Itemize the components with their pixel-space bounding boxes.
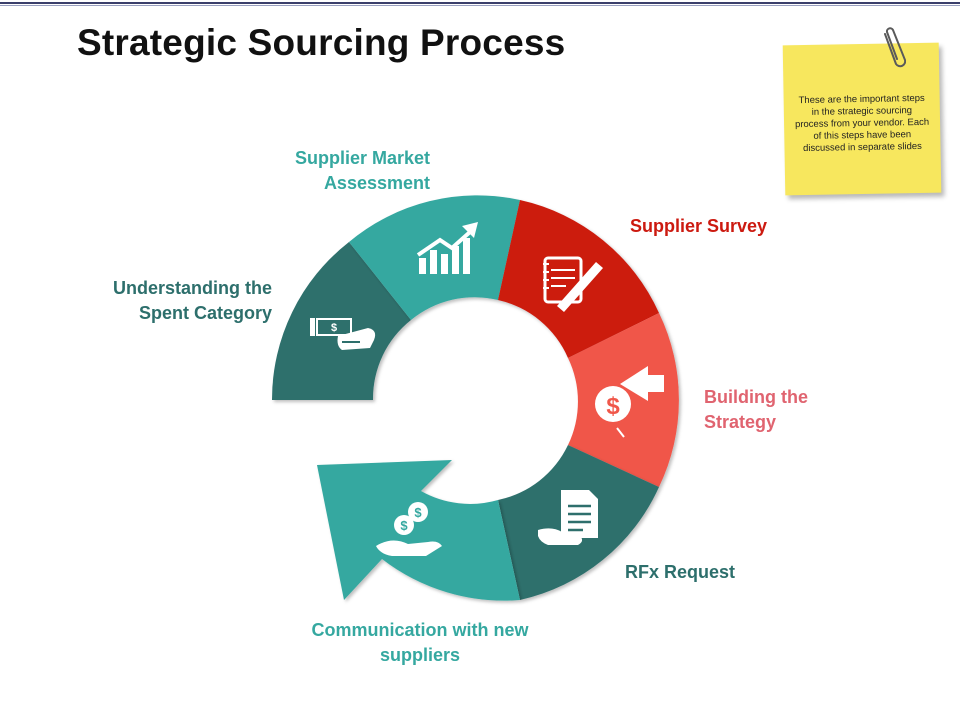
growth-chart-icon — [416, 222, 478, 274]
document-hand-icon — [538, 490, 598, 545]
svg-text:$: $ — [331, 322, 337, 334]
segment-understanding-spent — [271, 242, 411, 400]
label-rfx-request: RFx Request — [625, 562, 736, 582]
segment-communication-arrow — [317, 460, 520, 601]
label-communication: Communication with new suppliers — [311, 620, 529, 665]
dollar-search-icon: $ — [595, 366, 664, 438]
notepad-pen-icon — [543, 256, 603, 312]
top-border — [0, 0, 960, 8]
label-understanding-spent: Understanding the Spent Category — [112, 278, 272, 323]
svg-text:$: $ — [400, 518, 408, 533]
svg-text:$: $ — [606, 393, 620, 420]
label-supplier-market: Supplier Market Assessment — [294, 148, 430, 193]
cash-hand-icon: $ — [310, 318, 376, 350]
page-title: Strategic Sourcing Process — [77, 22, 566, 63]
svg-text:$: $ — [414, 505, 422, 520]
coins-hand-icon: $ $ — [376, 502, 442, 556]
segment-supplier-survey — [498, 200, 659, 358]
label-building-strategy: Building the Strategy — [704, 387, 808, 432]
label-supplier-survey: Supplier Survey — [630, 216, 768, 236]
paperclip-icon — [884, 27, 906, 68]
